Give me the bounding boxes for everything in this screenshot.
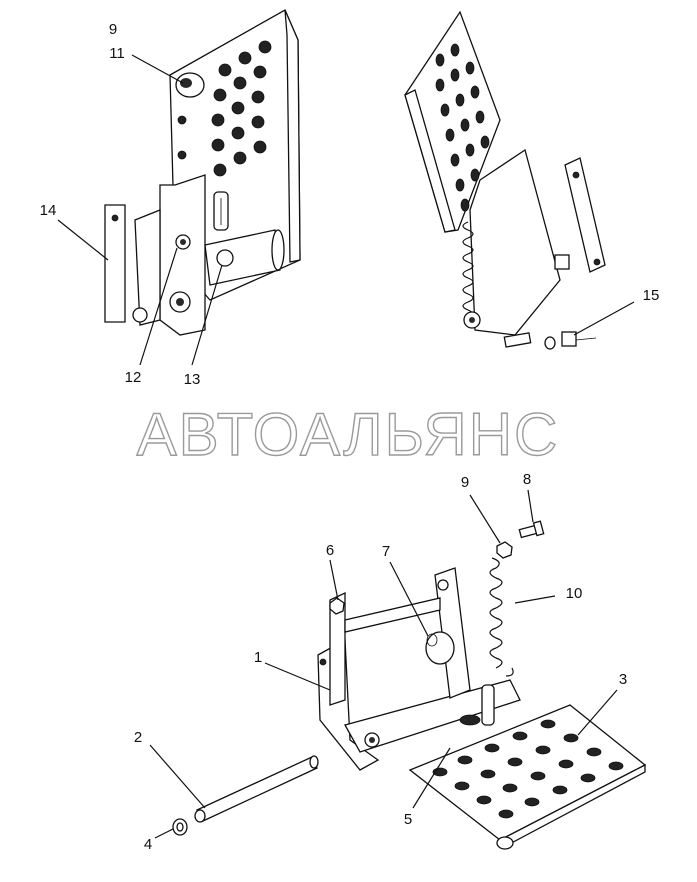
pedal-assembly-side-view [104,9,301,336]
callout-labels: 9 11 14 12 13 15 9 8 6 7 10 1 3 2 5 4 [40,21,660,853]
callout-8: 8 [523,471,531,488]
callout-10: 10 [566,585,583,602]
pedal-assembly-rear-view [404,10,606,350]
watermark-text: АВТОАЛЬЯНС [137,401,560,468]
callout-13: 13 [184,371,201,388]
callout-1: 1 [254,649,262,666]
spring-rear [462,221,474,319]
callout-5: 5 [404,811,412,828]
callout-9-top: 9 [109,21,117,38]
pedal-assembly-iso-view [172,520,647,850]
callout-7: 7 [382,543,390,560]
callout-4: 4 [144,836,152,853]
callout-9-bottom: 9 [461,474,469,491]
callout-15: 15 [643,287,660,304]
callout-6: 6 [326,542,334,559]
callout-12: 12 [125,369,142,386]
callout-11: 11 [109,45,125,62]
callout-2: 2 [134,729,142,746]
callout-14: 14 [40,202,57,219]
callout-3: 3 [619,671,627,688]
leader-lines [57,54,635,839]
